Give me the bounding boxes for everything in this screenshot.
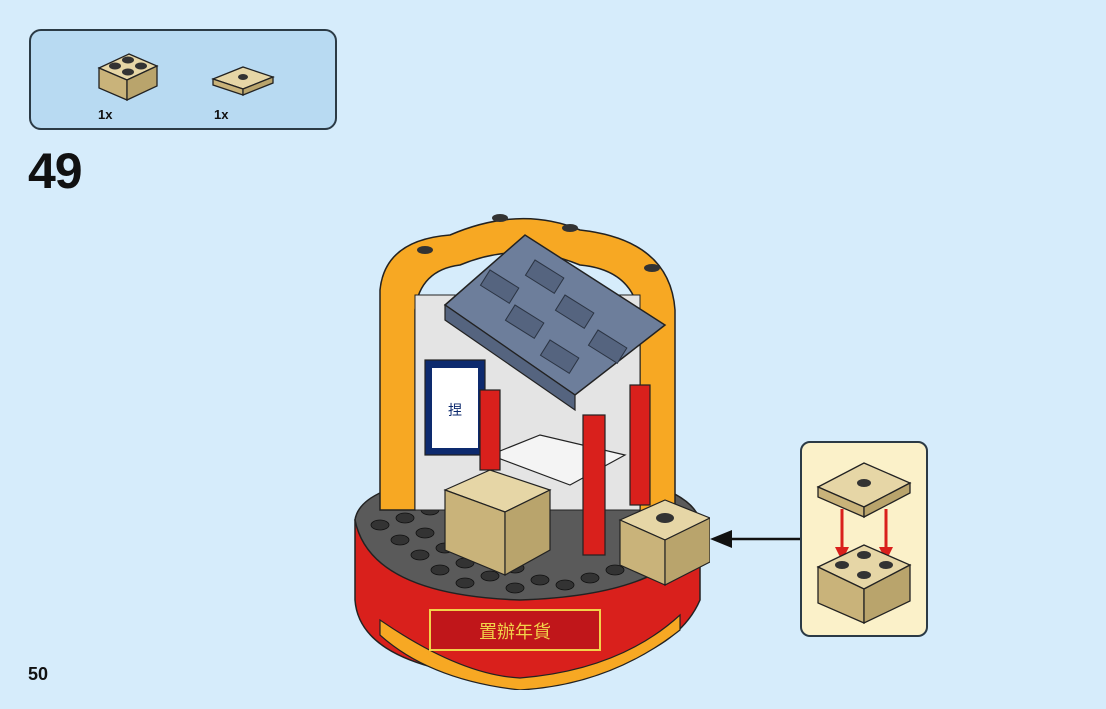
part-qty-1: 1x	[98, 107, 113, 122]
svg-text:捏: 捏	[448, 403, 462, 419]
banner-text: 置辦年貨	[479, 622, 551, 643]
tile-jumper-icon	[211, 66, 275, 96]
assembly-detail-icon	[816, 462, 912, 625]
parts-list: 1x 1x	[29, 29, 337, 130]
step-number: 49	[28, 143, 83, 199]
placement-arrow	[710, 530, 800, 548]
brick-2x2-icon	[97, 53, 159, 102]
model-illustration: 置辦年貨 捏	[354, 214, 710, 690]
page-number: 50	[28, 664, 49, 684]
callout-detail	[800, 441, 928, 637]
part-qty-2: 1x	[214, 107, 229, 122]
